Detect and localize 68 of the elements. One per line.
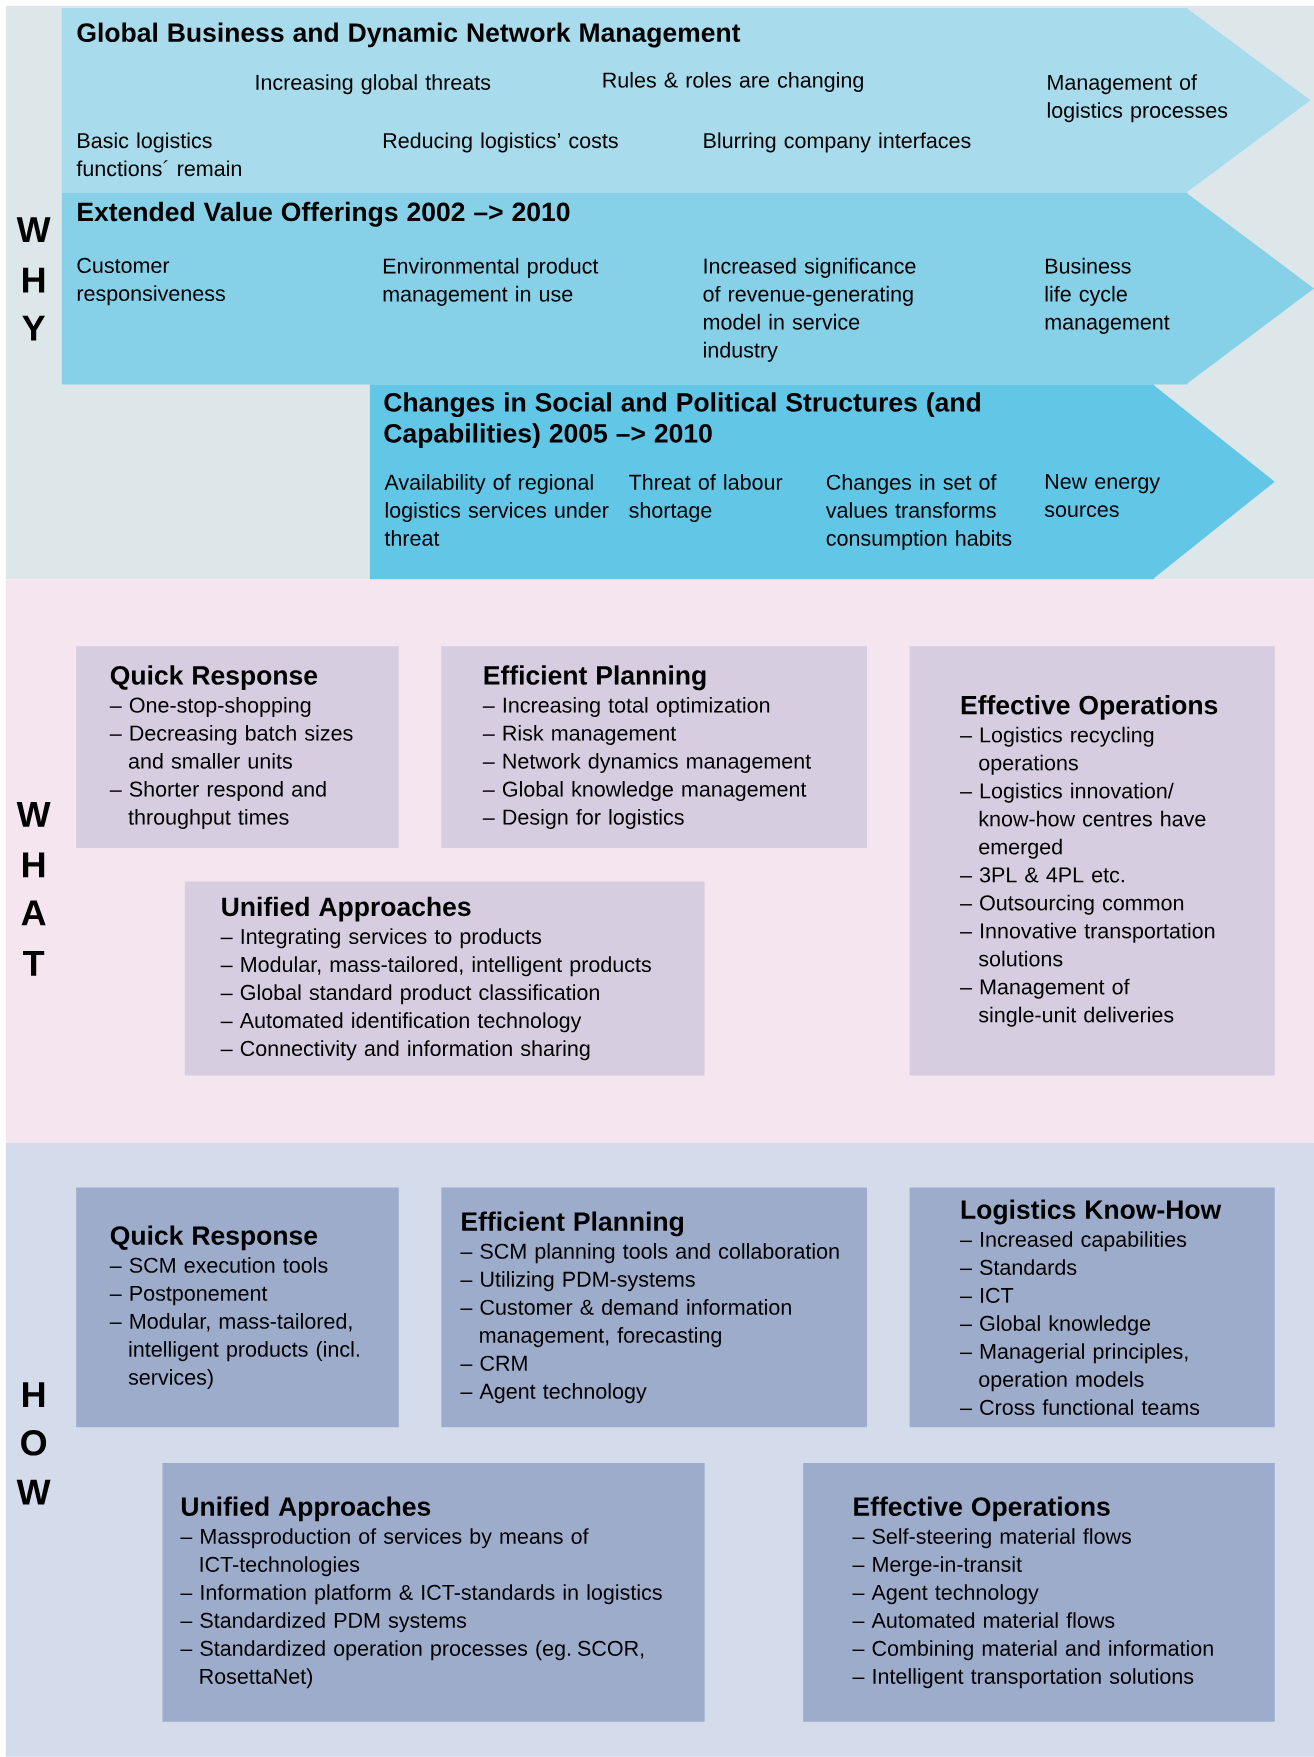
list-item: – Design for logistics [482, 809, 684, 830]
list-item: – Automated material flows [852, 1612, 1115, 1628]
list-item: – Modular, mass-tailored, intelligent products [220, 956, 651, 977]
list-item: – Information platform & ICT-standards in logistics [180, 1584, 662, 1605]
list-item: – Standardized PDM systems [180, 1612, 467, 1633]
list-item: – ICT [960, 1287, 1014, 1303]
text-box [909, 646, 1275, 1076]
list-item: – Merge-in-transit [852, 1556, 1022, 1577]
text-box [76, 1187, 399, 1428]
box-title: Effective Operations [961, 695, 1218, 720]
band-letter: H [23, 852, 45, 878]
list-item: – Intelligent transportation solutions [852, 1668, 1194, 1689]
list-item: – Massproduction of services by means of ICT-technologies [180, 1528, 589, 1577]
list-item: – CRM [460, 1355, 527, 1371]
text-box [909, 1187, 1275, 1428]
band-letter: W [16, 1479, 51, 1505]
text-box [184, 881, 705, 1076]
text-box [441, 1187, 868, 1428]
text-box [162, 1463, 705, 1722]
list-item: – Decreasing batch sizes and smaller units [109, 725, 353, 769]
list-item: – Modular, mass-tailored, intelligent products (incl. services) [109, 1313, 359, 1390]
text-box [441, 646, 868, 848]
band-letter: O [21, 1430, 47, 1456]
band-letter: H [23, 267, 45, 293]
list-item: – Combining material and information [852, 1640, 1213, 1661]
list-item: – Global standard product classification [220, 984, 599, 1005]
list-item: – Postponement [109, 1285, 268, 1306]
list-item: – Logistics recycling operations [960, 726, 1154, 775]
list-item: – 3PL & 4PL etc. [960, 867, 1124, 883]
list-item: – Agent technology [460, 1383, 647, 1404]
list-item: – Managerial principles, operation models [960, 1343, 1188, 1392]
list-item: – Logistics innovation/ know-how centres have emerged [960, 782, 1206, 859]
list-item: – Management of single-unit deliveries [960, 978, 1174, 1027]
band-letter: A [21, 900, 46, 926]
list-item: – Standards [960, 1259, 1077, 1275]
band-letter: T [23, 951, 45, 976]
list-item: – Global knowledge management [482, 781, 807, 802]
text-box [803, 1463, 1275, 1722]
list-item: – Automated identification technology [220, 1012, 582, 1033]
list-item: – Increased capabilities [960, 1231, 1187, 1252]
list-item: – Outsourcing common [960, 894, 1184, 915]
box-title: Logistics Know-How [961, 1199, 1222, 1225]
box-title: Quick Response [110, 1225, 318, 1251]
list-item: – Standardized operation processes (eg. SCOR, RosettaNet) [180, 1640, 644, 1689]
box-title: Efficient Planning [462, 1211, 684, 1237]
list-item: – Agent technology [852, 1584, 1039, 1605]
list-item: – Network dynamics management [482, 753, 811, 774]
list-item: – Risk management [482, 725, 677, 746]
list-item: – Innovative transportation solutions [960, 922, 1215, 967]
list-item: – Shorter respond and throughput times [109, 781, 326, 830]
list-item: – Integrating services to products [220, 928, 542, 949]
list-item: – Customer & demand information management, forecasting [460, 1299, 791, 1348]
box-title: Quick Response [110, 665, 318, 691]
box-title: Efficient Planning [484, 665, 706, 691]
list-item: – Global knowledge [960, 1315, 1151, 1336]
box-title: Unified Approaches [222, 896, 471, 922]
list-item: – Utilizing PDM-systems [460, 1271, 695, 1292]
list-item: – Cross functional teams [960, 1399, 1200, 1415]
text-box [76, 646, 399, 848]
box-title: Effective Operations [854, 1496, 1110, 1522]
list-item: – Connectivity and information sharing [220, 1040, 590, 1061]
band-letter: W [16, 217, 51, 243]
list-item: – SCM execution tools [109, 1257, 328, 1273]
box-title: Unified Approaches [181, 1496, 431, 1522]
list-item: – SCM planning tools and collaboration [460, 1243, 839, 1264]
list-item: – One-stop-shopping [109, 697, 311, 718]
list-item: – Increasing total optimization [482, 697, 770, 718]
list-item: – Self-steering material flows [852, 1528, 1132, 1549]
